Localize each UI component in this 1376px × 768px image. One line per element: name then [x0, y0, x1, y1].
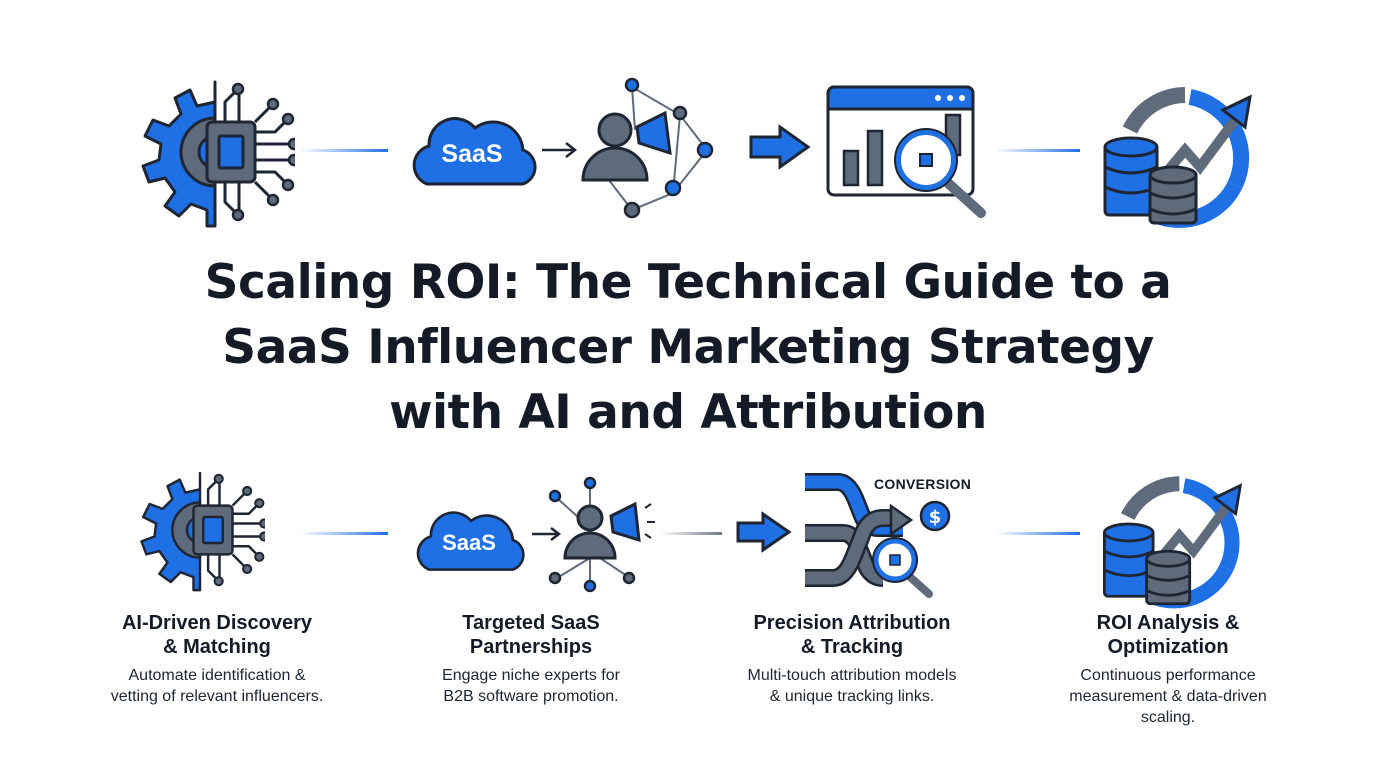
title-line-2: SaaS Influencer Marketing Strategy	[222, 320, 1154, 375]
step-description: measurement & data-driven	[1069, 688, 1267, 705]
step-heading: Partnerships	[469, 636, 593, 658]
ai-gear-chip-icon	[135, 72, 295, 232]
cloud-label: SaaS	[441, 140, 503, 168]
connector-line	[995, 532, 1080, 535]
analytics-browser-icon	[826, 85, 986, 218]
connector-line	[300, 149, 388, 152]
step-heading: Precision Attribution	[753, 612, 951, 634]
step-description: Engage niche experts for	[442, 667, 620, 684]
title-line-3: with AI and Attribution	[389, 385, 987, 440]
step-heading: Targeted SaaS	[462, 612, 600, 634]
arrow-right-icon	[749, 124, 811, 170]
step-ai-discovery: AI-Driven Discovery& Matching Automate i…	[67, 611, 367, 707]
step-roi-analysis: ROI Analysis &Optimization Continuous pe…	[1018, 611, 1318, 728]
roi-database-growth-icon	[1095, 75, 1255, 235]
step-heading: & Tracking	[800, 636, 904, 658]
title-line-1: Scaling ROI: The Technical Guide to a	[204, 255, 1172, 310]
ai-gear-chip-icon	[135, 465, 265, 595]
step-attribution: Precision Attribution& Tracking Multi-to…	[702, 611, 1002, 707]
connector-line	[995, 149, 1080, 152]
step-description: Automate identification &	[128, 667, 306, 684]
connector-line	[660, 532, 722, 535]
step-heading: & Matching	[163, 636, 271, 658]
connector-line	[300, 532, 388, 535]
influencer-network-icon	[581, 77, 714, 219]
attribution-paths-icon: $	[805, 473, 951, 598]
cloud-label: SaaS	[442, 530, 496, 555]
step-description: & unique tracking links.	[769, 688, 935, 705]
svg-text:$: $	[929, 507, 942, 528]
arrow-icon	[542, 142, 578, 158]
step-heading: Optimization	[1107, 636, 1229, 658]
arrow-right-icon	[736, 511, 792, 553]
page-title: Scaling ROI: The Technical Guide to a Sa…	[0, 250, 1376, 445]
step-description: scaling.	[1140, 709, 1196, 726]
step-description: Continuous performance	[1080, 667, 1256, 684]
step-description: B2B software promotion.	[443, 688, 619, 705]
step-heading: AI-Driven Discovery	[121, 612, 313, 634]
step-heading: ROI Analysis &	[1096, 612, 1240, 634]
roi-database-growth-icon	[1095, 465, 1245, 615]
influencer-megaphone-icon	[548, 476, 655, 593]
arrow-icon	[532, 527, 562, 541]
step-description: vetting of relevant influencers.	[110, 688, 324, 705]
conversion-label: CONVERSION	[874, 476, 972, 492]
step-description: Multi-touch attribution models	[747, 667, 957, 684]
